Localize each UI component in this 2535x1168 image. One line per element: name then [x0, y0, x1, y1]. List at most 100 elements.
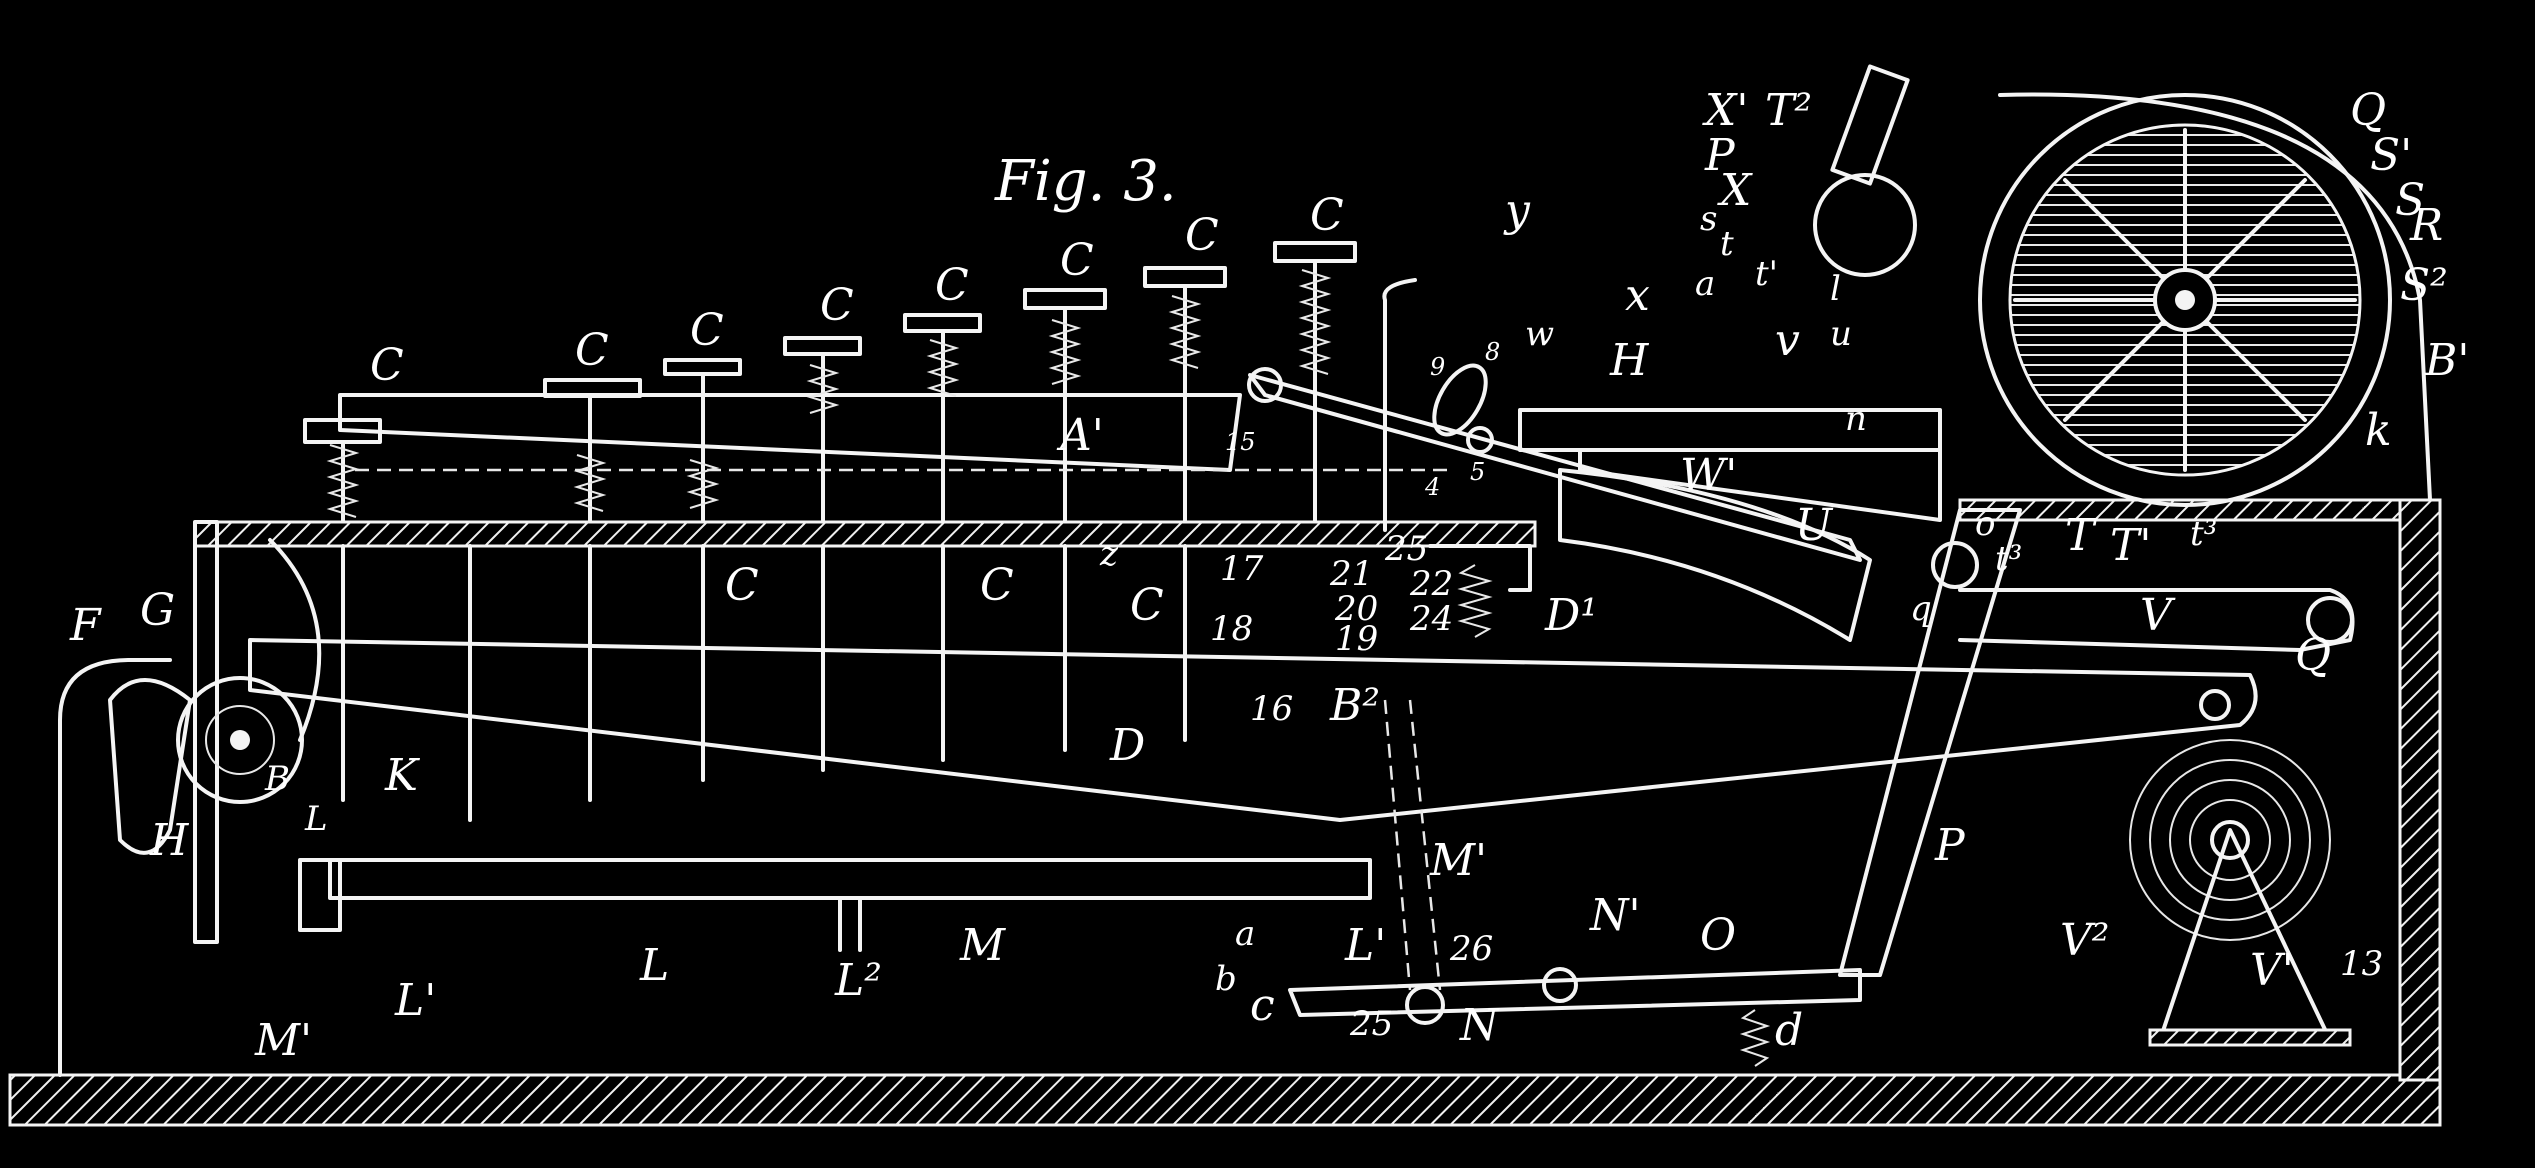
- ratchet-wheel: [1978, 93, 2392, 507]
- right-wall: [2398, 498, 2442, 1082]
- label-B2: B²: [1329, 680, 1380, 731]
- label-F: F: [69, 600, 102, 651]
- label-L-bar: L: [639, 940, 669, 991]
- label-X: X: [1717, 165, 1753, 216]
- left-frame-post: [193, 520, 219, 944]
- label-W-prime: W': [1680, 450, 1737, 501]
- label-C-10: C: [980, 560, 1014, 611]
- print-head: [1813, 173, 1917, 277]
- label-R: R: [2409, 200, 2443, 251]
- label-V2: V²: [2060, 915, 2109, 966]
- label-c: c: [1250, 980, 1275, 1031]
- label-O: O: [1700, 910, 1736, 961]
- label-H-carriage: H: [1609, 335, 1650, 386]
- label-C-4: C: [820, 280, 854, 331]
- label-C-9: C: [725, 560, 759, 611]
- label-t3: t³: [2190, 514, 2217, 554]
- label-q: q: [1910, 589, 1932, 629]
- label-C-8: C: [1310, 190, 1344, 241]
- label-k: k: [2365, 405, 2392, 456]
- top-rail: [193, 520, 1537, 548]
- segment-U: [1558, 468, 1872, 642]
- label-N: N: [1459, 1000, 1500, 1051]
- label-T2: T²: [1765, 85, 1812, 136]
- label-25: 25: [1384, 529, 1428, 569]
- link-P: [1838, 508, 2022, 977]
- label-Q: Q: [2350, 85, 2386, 136]
- lever-N-O: [1288, 968, 1862, 1017]
- label-C-5: C: [935, 260, 969, 311]
- label-u: u: [1830, 314, 1852, 354]
- label-25b: 25: [1349, 1004, 1393, 1044]
- spring-drum: [2129, 739, 2352, 1047]
- label-B-prime: B': [2424, 335, 2469, 386]
- label-C-1: C: [370, 340, 404, 391]
- label-L-prime: L': [1344, 920, 1386, 971]
- label-L-prime-left: L': [394, 975, 436, 1026]
- label-Q-lower: Q: [2295, 630, 2331, 681]
- label-t-prime: t': [1755, 254, 1778, 294]
- label-22: 22: [1409, 564, 1453, 604]
- label-w: w: [1525, 314, 1554, 354]
- label-B: B: [264, 759, 290, 799]
- label-T: T: [2065, 510, 2098, 561]
- label-U: U: [1795, 500, 1834, 551]
- key-stems: [303, 241, 1357, 822]
- label-a: a: [1235, 914, 1255, 954]
- label-15: 15: [1225, 428, 1256, 456]
- label-D: D: [1109, 720, 1145, 771]
- label-X-prime: X': [1702, 85, 1748, 136]
- label-26: 26: [1449, 929, 1493, 969]
- label-S: S: [2395, 175, 2425, 226]
- label-C-11: C: [1130, 580, 1164, 631]
- label-L2: L²: [834, 955, 882, 1006]
- key-lever: [338, 393, 1242, 472]
- label-L-left: L: [304, 799, 328, 839]
- label-K: K: [384, 750, 420, 801]
- label-C-6: C: [1060, 235, 1094, 286]
- label-P: P: [1934, 820, 1966, 871]
- label-G: G: [140, 585, 175, 636]
- link-x-y: [1248, 373, 1862, 562]
- left-guard: [58, 658, 172, 1077]
- label-5: 5: [1470, 458, 1485, 486]
- label-a-upper: a: [1695, 264, 1715, 304]
- label-S2: S²: [2400, 260, 2448, 311]
- label-C-3: C: [690, 305, 724, 356]
- label-v: v: [1775, 315, 1800, 366]
- label-N-prime: N': [1589, 890, 1641, 941]
- label-D1: D¹: [1544, 590, 1598, 641]
- label-P-upper: P: [1704, 130, 1736, 181]
- label-16: 16: [1250, 689, 1293, 729]
- label-T-prime: T': [2110, 520, 2151, 571]
- label-z: z: [1099, 534, 1119, 574]
- label-o: o: [1975, 504, 1995, 544]
- label-y: y: [1503, 185, 1531, 236]
- main-lever: [248, 638, 2258, 822]
- label-s: s: [1700, 199, 1717, 239]
- label-M-prime-left: M': [254, 1015, 312, 1066]
- label-S-prime: S': [2370, 130, 2412, 181]
- label-4: 4: [1424, 473, 1440, 501]
- label-l: l: [1830, 269, 1841, 309]
- label-H: H: [149, 815, 190, 866]
- label-V: V: [2140, 590, 2176, 641]
- carriage: [1518, 408, 1942, 452]
- label-24: 24: [1409, 599, 1453, 639]
- label-21: 21: [1329, 554, 1373, 594]
- figure-title: Fig. 3.: [994, 149, 1177, 214]
- label-M: M: [959, 920, 1006, 971]
- label-x: x: [1625, 270, 1650, 321]
- label-17: 17: [1220, 549, 1264, 589]
- label-V-prime: V': [2250, 945, 2294, 996]
- label-C-2: C: [575, 325, 609, 376]
- gear-arm: [108, 678, 192, 855]
- label-b: b: [1215, 959, 1237, 999]
- label-20: 20: [1334, 589, 1378, 629]
- label-A-prime: A': [1056, 410, 1104, 461]
- label-18: 18: [1210, 609, 1253, 649]
- label-19: 19: [1335, 619, 1378, 659]
- base-plate: [8, 1073, 2442, 1127]
